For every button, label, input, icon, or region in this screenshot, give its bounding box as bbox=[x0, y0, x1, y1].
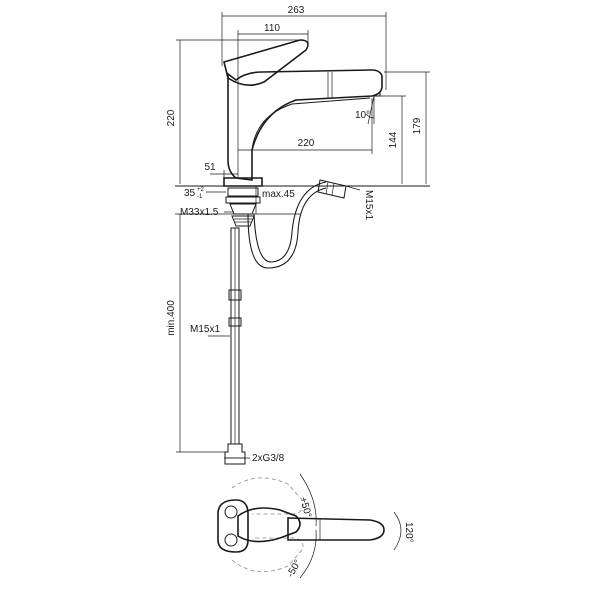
bottom-connector bbox=[224, 443, 246, 465]
shank-connector bbox=[231, 215, 255, 227]
dim-hose-thread-mid: M15x1 bbox=[190, 324, 220, 335]
angle-10-arc bbox=[365, 113, 375, 119]
dim-aerator-height: 144 bbox=[388, 131, 399, 148]
mounting-nut bbox=[227, 187, 259, 197]
hose-crimp-upper bbox=[228, 289, 242, 301]
hose-connector bbox=[317, 179, 347, 199]
dim-hose-thread-top: M15x1 bbox=[363, 190, 374, 220]
faucet-top-view: +50° -50° 120° bbox=[217, 473, 414, 580]
dim-hole-diameter: 35 bbox=[184, 188, 196, 199]
dim-spout-height: 179 bbox=[412, 117, 423, 134]
arc-swivel bbox=[393, 511, 402, 551]
dim-connection: 2xG3/8 bbox=[252, 453, 285, 464]
base-hole-top bbox=[224, 505, 238, 519]
dim-rotation-plus: +50° bbox=[297, 496, 313, 519]
faucet-body bbox=[227, 69, 383, 181]
pull-out-hose bbox=[247, 187, 327, 269]
dim-handle-reach: 110 bbox=[264, 23, 280, 34]
spout-contour bbox=[251, 97, 371, 151]
hose-crimp-mid bbox=[228, 317, 242, 327]
dim-spout-reach: 220 bbox=[298, 138, 315, 149]
hoses bbox=[224, 179, 347, 465]
dim-hose-length: min.400 bbox=[166, 300, 177, 336]
dim-total-height: 220 bbox=[166, 109, 177, 126]
lever-handle bbox=[223, 39, 309, 86]
angle-10-ref bbox=[367, 95, 375, 125]
dim-hole-tol-minus: -1 bbox=[197, 194, 203, 200]
handle-ghost-plus bbox=[231, 477, 304, 515]
dim-m15-top-leader bbox=[345, 185, 361, 191]
connector-ridge-a bbox=[325, 181, 329, 195]
dim-max-deck: max.45 bbox=[262, 189, 295, 200]
dim-overall-length: 263 bbox=[288, 5, 305, 16]
faucet-side-view bbox=[175, 39, 430, 227]
connector-ridge-b bbox=[331, 182, 335, 196]
top-spout bbox=[287, 517, 385, 541]
dim-thread-main: M33x1.5 bbox=[180, 207, 219, 218]
dim-base-offset: 51 bbox=[204, 162, 216, 173]
top-lever bbox=[237, 507, 301, 543]
mounting-fitting bbox=[229, 203, 257, 215]
base-hole-bottom bbox=[224, 533, 238, 547]
dimension-lines: 263 110 220 220 179 144 10° 51 35 bbox=[166, 5, 430, 464]
arc-minus50 bbox=[299, 529, 317, 579]
pull-out-hose-outer bbox=[253, 181, 327, 263]
arc-plus50 bbox=[299, 473, 317, 527]
dim-swivel: 120° bbox=[403, 522, 414, 543]
dim-spout-angle: 10° bbox=[355, 110, 370, 121]
top-base-plate bbox=[217, 499, 249, 553]
dim-hole-tol-plus: +2 bbox=[197, 187, 205, 193]
mounting-washer bbox=[225, 196, 261, 204]
